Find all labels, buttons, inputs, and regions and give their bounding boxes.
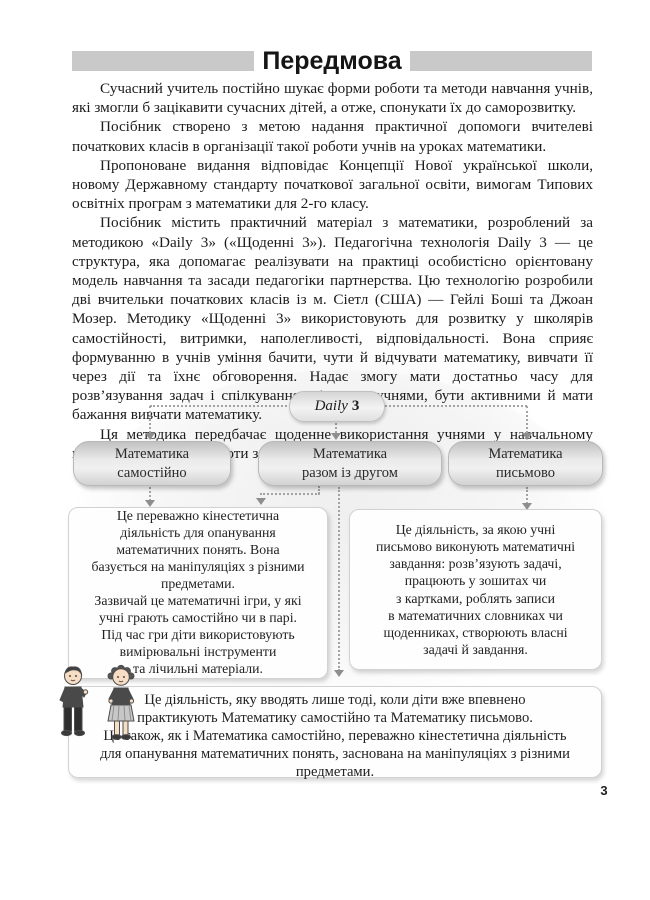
- connector-right-stem: [526, 406, 528, 433]
- connector-left-note-stem: [149, 487, 151, 501]
- chapter-header: Передмова: [72, 46, 593, 76]
- node-math-with-friend: Математика разом із другом: [258, 441, 442, 486]
- connector-middle-long-stem: [338, 487, 340, 671]
- connector-middle-bend-stub: [318, 486, 320, 494]
- paragraph-3: Пропоноване видання відповідає Концепції…: [72, 156, 593, 213]
- note-writing-activity: Це діяльність, за якою учні письмово вик…: [349, 509, 602, 670]
- node-math-independent: Математика самостійно: [73, 441, 231, 486]
- arrowhead-middle-node: [331, 433, 341, 440]
- arrowhead-middle-to-bottom-note: [334, 670, 344, 677]
- connector-middle-bend: [260, 493, 320, 495]
- header-bar-left: [72, 51, 255, 71]
- page-number: 3: [600, 783, 608, 798]
- header-bar-right: [409, 51, 593, 71]
- arrowhead-left-node: [145, 433, 155, 440]
- daily3-root-node: Daily 3: [289, 391, 385, 422]
- paragraph-4: Посібник містить практичний матеріал з м…: [72, 214, 593, 424]
- paragraph-2: Посібник створено з метою надання практи…: [72, 118, 593, 155]
- note-kinesthetic-activity: Це переважно кінестетична діяльність для…: [68, 507, 328, 679]
- arrowhead-left-note: [145, 500, 155, 507]
- daily3-word: Daily: [314, 398, 348, 414]
- arrowhead-right-node: [522, 433, 532, 440]
- note-with-friend-activity: Це діяльність, яку вводять лише тоді, ко…: [68, 686, 602, 780]
- daily3-number: 3: [351, 398, 360, 414]
- page-title: Передмова: [262, 47, 402, 75]
- connector-right-note-stem: [526, 487, 528, 504]
- arrowhead-middle-to-left-note: [256, 498, 266, 505]
- two-children-icon: [59, 664, 135, 740]
- node-math-writing: Математика письмово: [448, 441, 603, 486]
- paragraph-1: Сучасний учитель постійно шукає форми ро…: [72, 80, 593, 117]
- connector-middle-stem: [335, 420, 337, 433]
- arrowhead-right-note: [522, 503, 532, 510]
- connector-left-stem: [149, 406, 151, 433]
- children-illustration: [53, 663, 143, 754]
